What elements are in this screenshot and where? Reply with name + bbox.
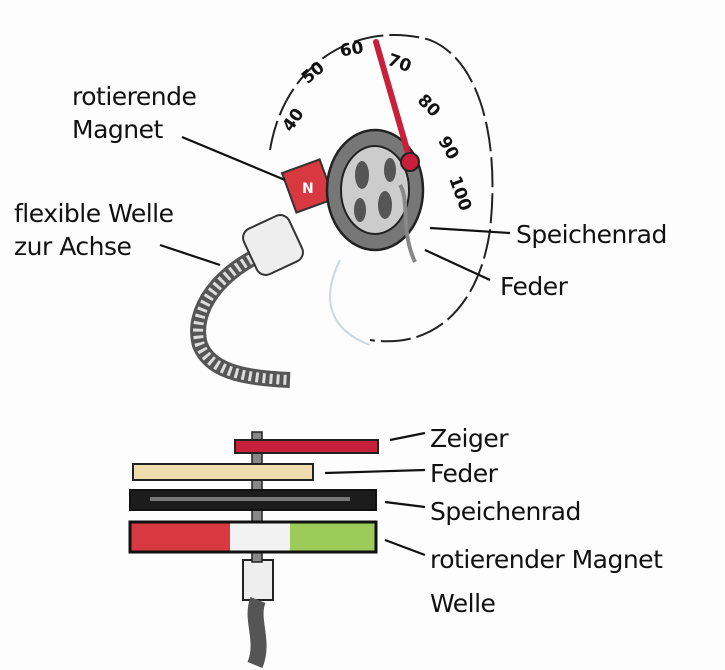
shaft-coupling <box>242 214 304 276</box>
label-spring-top: Feder <box>500 272 569 301</box>
dial-number-80: 80 <box>413 91 444 122</box>
exploded-view <box>128 431 379 668</box>
rotating-magnet: N <box>280 158 336 214</box>
dial-number-90: 90 <box>433 133 462 164</box>
magnet-north-letter: N <box>302 181 314 197</box>
pointer-needle <box>373 39 413 163</box>
label-spoke-wheel-top: Speichenrad <box>516 220 667 249</box>
label-flexible-shaft-1: flexible Welle <box>14 199 174 228</box>
label-shaft: Welle <box>430 589 496 618</box>
label-flexible-shaft-2: zur Achse <box>14 232 131 261</box>
speedometer-dial <box>269 34 494 346</box>
label-rotating-magnet: rotierender Magnet <box>430 545 663 574</box>
dial-number-100: 100 <box>444 174 475 214</box>
label-spring: Feder <box>430 459 499 488</box>
dial-number-70: 70 <box>385 50 414 77</box>
label-spoke-wheel: Speichenrad <box>430 497 581 526</box>
pointer-bar <box>234 439 379 454</box>
label-rotating-magnet-2: Magnet <box>72 115 163 144</box>
magnet-bar <box>128 520 378 554</box>
spoke-wheel <box>325 128 425 252</box>
spring-bar <box>132 463 314 481</box>
label-rotating-magnet-1: rotierende <box>72 82 196 111</box>
spring <box>398 183 417 263</box>
dial-number-60: 60 <box>338 38 365 62</box>
label-pointer: Zeiger <box>430 424 509 453</box>
dial-number-50: 50 <box>298 58 329 89</box>
